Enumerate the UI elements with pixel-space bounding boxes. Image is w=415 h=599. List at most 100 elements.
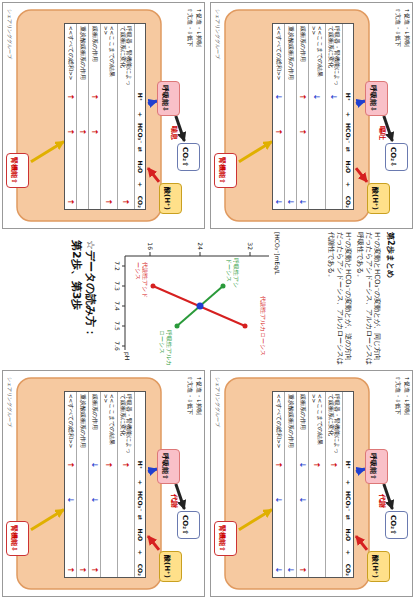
tick-label: 7.6 (114, 338, 121, 354)
node-text: H⁺ (136, 88, 144, 106)
node-text: 呼吸器・腎機能によって緩衝系に変化 (327, 394, 340, 454)
node-text: ⇄ (136, 141, 144, 159)
node-text: ↓ (297, 456, 307, 474)
table-row: <<ここまでの結果>>↑ (309, 392, 326, 577)
acid-box: 酸(H⁺) (367, 551, 390, 582)
tick (150, 252, 151, 256)
node-text: ↑ (297, 123, 307, 141)
node-text: ↑ (297, 561, 307, 579)
tick (122, 286, 125, 287)
node-text: + (136, 176, 144, 194)
node-text: ⇄ (136, 509, 144, 527)
node-text: 腎機能⇩ (10, 525, 18, 552)
table-row: <<すべての総和>>↓↑↓ (273, 24, 285, 209)
body-shape (17, 10, 161, 221)
tick-label: 7.2 (114, 258, 121, 274)
table-row: 呼吸器・腎機能によって緩衝系に変化↑ (118, 392, 135, 577)
node-text: <<ここまでの結果>> (102, 26, 115, 86)
summary-text: H⁺の変動とHCO₃⁻の変動とが、逆の方向だったらアシドーシス、アルカローシスは… (327, 232, 352, 366)
node-text: ↑ (65, 561, 75, 579)
graph-label: 呼吸性アシドーシス (226, 258, 240, 292)
node-text: CO₂ (136, 193, 144, 211)
co2-box: CO₂⇧ (177, 511, 200, 539)
node-text: CO₂⇧ (389, 515, 397, 535)
table-row: 緩衝系の作用↑↑↓ (297, 24, 309, 209)
lung-box: 呼吸能⇧ (365, 449, 388, 484)
node-text: 緩衝系の作用 (92, 394, 98, 454)
node-text: <<ここまでの結果>> (102, 394, 115, 454)
node-text: ↓ (297, 193, 307, 211)
node-text: <<すべての総和>> (68, 394, 74, 454)
node-text: HCO₃⁻ (344, 123, 352, 141)
x-axis (125, 256, 126, 350)
body-shape (17, 378, 161, 589)
tick (122, 326, 125, 327)
node-text: HCO₃⁻ (136, 123, 144, 141)
acid-box: 酸(H⁺) (159, 183, 182, 214)
node-text: H₂O (344, 158, 352, 176)
legend-text: ⇧亢進・⇩低下 (394, 376, 401, 415)
flow-arrow (31, 509, 64, 529)
node-text: ⇄ (344, 509, 352, 527)
node-text: <<すべての総和>> (276, 26, 282, 86)
node-text: + (136, 544, 144, 562)
node-text: 重炭酸緩衝系の作用 (80, 394, 86, 454)
node-text: 重炭酸緩衝系の作用 (80, 26, 86, 86)
node-text: <<すべての総和>> (68, 26, 74, 86)
kidney-box: 腎機能⇧ (214, 153, 237, 188)
tick (250, 252, 251, 256)
flow-arrow (148, 536, 159, 550)
event-label: 代謝 (170, 494, 178, 508)
node-text: ↑ (89, 88, 99, 106)
data-point (175, 324, 180, 329)
node-text: + (344, 544, 352, 562)
node-text: 呼吸能⇧ (369, 453, 377, 480)
node-text: ↑ (89, 123, 99, 141)
node-text: 酸(H⁺) (371, 187, 379, 210)
node-text: ↓ (273, 491, 283, 509)
flow-arrow (356, 168, 367, 182)
legend-text: ↑促進・↓抑制 (403, 8, 410, 47)
acid-box: 酸(H⁺) (367, 183, 390, 214)
node-text: 酸(H⁺) (163, 555, 171, 578)
node-text: 腎機能⇧ (10, 157, 18, 184)
table-row: 重炭酸緩衝系の作用↑ (77, 24, 89, 209)
node-text: 緩衝系の作用 (300, 394, 306, 454)
node-text: 腎機能⇧ (218, 157, 226, 184)
graph-label: 代謝性アシドーシス (135, 262, 149, 298)
co2-box: CO₂⇧ (385, 511, 408, 539)
body-shape (225, 378, 369, 589)
slide-panel: 呼吸器・腎機能によって緩衝系に変化↑<<ここまでの結果>>↑緩衝系の作用↑↑重炭… (2, 2, 205, 229)
node-text: H₂O (136, 526, 144, 544)
tick (200, 252, 201, 256)
node-text: 呼吸能⇧ (161, 453, 169, 480)
y-axis (125, 256, 269, 257)
node-text: 緩衝系の作用 (92, 26, 98, 86)
flow-arrow (239, 509, 272, 529)
tick-label: 32 (247, 232, 254, 250)
node-text: ↑ (273, 456, 283, 474)
kidney-box: 腎機能⇩ (6, 521, 29, 556)
node-text: 呼吸器・腎機能によって緩衝系に変化 (327, 26, 340, 86)
co2-box: CO₂⇧ (177, 143, 200, 171)
node-text: ↑ (329, 456, 339, 474)
normal-point (197, 303, 204, 310)
node-text: ↓ (285, 561, 295, 579)
table-row: <<ここまでの結果>>↓ (309, 24, 326, 209)
tick-label: 16 (147, 232, 154, 250)
node-text: ⇄ (344, 141, 352, 159)
node-text: <<ここまでの結果>> (310, 394, 323, 454)
node-text: ↓ (312, 88, 322, 106)
tick-label: 7.4 (114, 298, 121, 314)
slide-panel: 呼吸器・腎機能によって緩衝系に変化↑<<ここまでの結果>>↑緩衝系の作用↓↓↑重… (2, 370, 205, 597)
node-text: ↓ (329, 88, 339, 106)
table-row: 呼吸器・腎機能によって緩衝系に変化 ↓ (326, 24, 343, 209)
node-text: ↑ (65, 123, 75, 141)
flow-arrow (356, 101, 365, 104)
respiratory-line (177, 286, 223, 326)
node-text: ↑ (89, 561, 99, 579)
node-text: + (344, 176, 352, 194)
node-text: 腎機能⇧ (218, 525, 226, 552)
